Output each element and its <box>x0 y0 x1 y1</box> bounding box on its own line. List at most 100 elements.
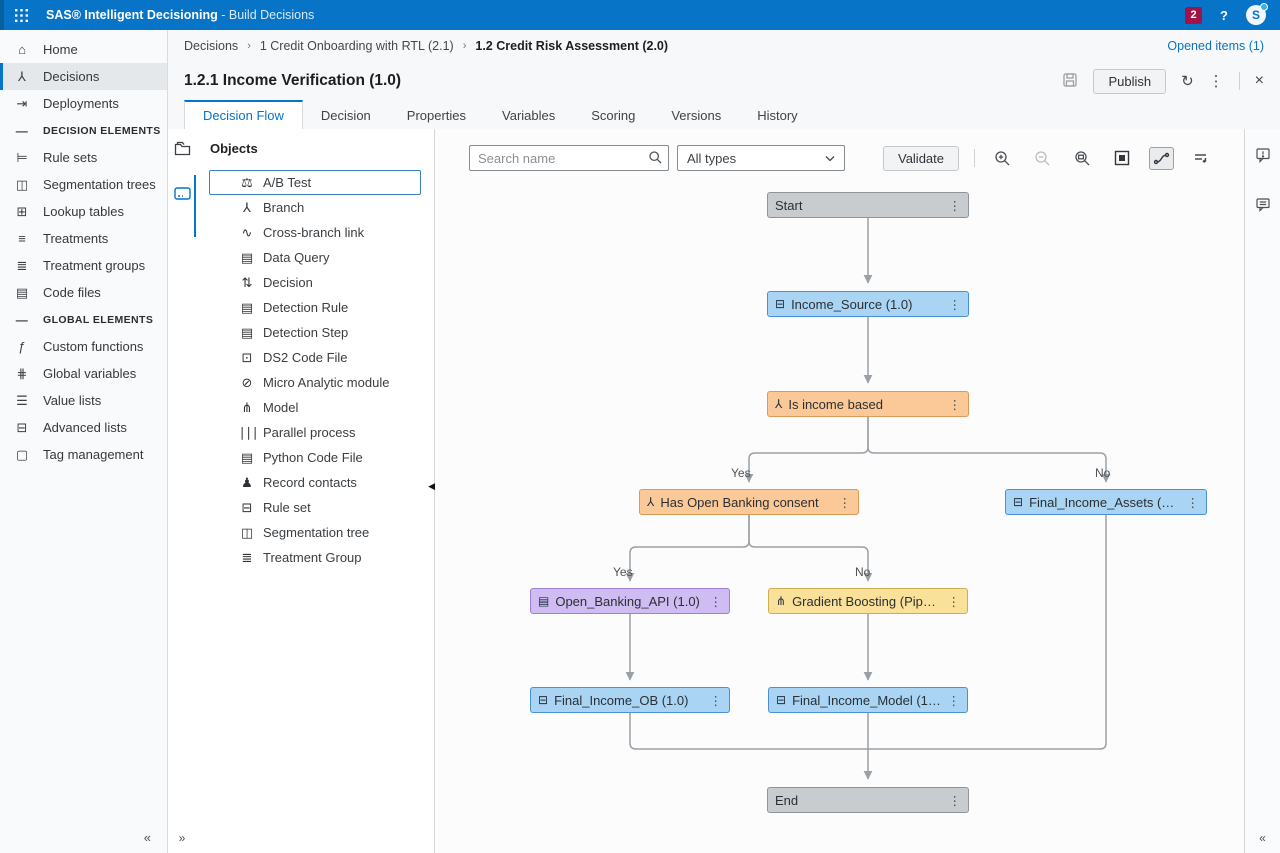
panel-collapse-icon[interactable]: ◀ <box>428 481 435 491</box>
sidebar-item-label: Tag management <box>43 447 144 462</box>
opened-items-link[interactable]: Opened items (1) <box>1167 39 1264 53</box>
node-menu-icon[interactable]: ⋮ <box>948 397 962 412</box>
breadcrumb-item[interactable]: Decisions <box>184 39 239 53</box>
node-menu-icon[interactable]: ⋮ <box>947 594 961 609</box>
validation-messages-icon[interactable] <box>1251 143 1275 167</box>
app-switcher-icon[interactable] <box>4 8 38 22</box>
sidebar-item-decisions[interactable]: ⅄Decisions <box>0 63 167 90</box>
zoom-in-icon[interactable] <box>990 146 1015 171</box>
flow-node-start[interactable]: Start ⋮ <box>767 192 969 218</box>
node-menu-icon[interactable]: ⋮ <box>1186 495 1200 510</box>
right-rail-collapse-icon[interactable]: « <box>1259 831 1266 845</box>
zoom-out-icon[interactable] <box>1030 146 1055 171</box>
node-menu-icon[interactable]: ⋮ <box>947 693 961 708</box>
tab-scoring[interactable]: Scoring <box>591 108 636 123</box>
object-item-label: Rule set <box>263 500 311 515</box>
flow-node-end[interactable]: End⋮ <box>767 787 969 813</box>
search-input[interactable] <box>469 145 669 171</box>
object-item-ds2-code-file[interactable]: ⊡DS2 Code File <box>209 345 421 370</box>
sidebar-item-advanced-lists[interactable]: ⊟Advanced lists <box>0 414 167 441</box>
node-menu-icon[interactable]: ⋮ <box>948 297 962 312</box>
decision-flow-diagram[interactable]: Start⋮⊟Income_Source (1.0)⋮⅄Is income ba… <box>435 181 1244 853</box>
node-menu-icon[interactable]: ⋮ <box>838 495 852 510</box>
zoom-fit-icon[interactable] <box>1070 146 1095 171</box>
sidebar-item-tag-management[interactable]: ▢Tag management <box>0 441 167 468</box>
sidebar-item-lookup-tables[interactable]: ⊞Lookup tables <box>0 198 167 225</box>
flow-node-income-source[interactable]: ⊟Income_Source (1.0)⋮ <box>767 291 969 317</box>
tab-decision[interactable]: Decision <box>320 108 371 123</box>
validate-button[interactable]: Validate <box>882 145 959 171</box>
avatar[interactable]: S <box>1246 3 1268 25</box>
divider <box>974 149 975 167</box>
sidebar-item-treatments[interactable]: ≡Treatments <box>0 225 167 252</box>
tab-variables[interactable]: Variables <box>502 108 556 123</box>
value-lists-icon: ☰ <box>16 392 28 408</box>
flow-node-has-open-banking-consent[interactable]: ⅄Has Open Banking consent⋮ <box>639 489 859 515</box>
node-label: Start <box>775 197 803 213</box>
sidebar-item-label: Code files <box>43 285 101 300</box>
overview-icon[interactable] <box>1110 146 1134 170</box>
sidebar-item-global-variables[interactable]: ⋕Global variables <box>0 360 167 387</box>
sidebar-item-home[interactable]: ⌂Home <box>0 36 167 63</box>
tab-decision-flow[interactable]: Decision Flow <box>184 100 303 129</box>
sidebar-item-segmentation-trees[interactable]: ◫Segmentation trees <box>0 171 167 198</box>
auto-layout-icon[interactable] <box>1189 147 1214 170</box>
objects-palette-icon[interactable] <box>173 187 191 203</box>
help-icon[interactable]: ? <box>1220 7 1228 23</box>
publish-button[interactable]: Publish <box>1093 68 1167 94</box>
treatment-groups-icon: ≣ <box>16 257 28 273</box>
flow-node-is-income-based[interactable]: ⅄Is income based⋮ <box>767 391 969 417</box>
objects-expand-icon[interactable]: » <box>178 831 186 845</box>
node-menu-icon[interactable]: ⋮ <box>709 594 723 609</box>
flow-node-final-income-assets[interactable]: ⊟Final_Income_Assets (1.0)⋮ <box>1005 489 1207 515</box>
object-item-cross-branch-link[interactable]: ∿Cross-branch link <box>209 220 421 245</box>
save-icon[interactable] <box>1062 72 1078 91</box>
more-options-icon[interactable]: ⋮ <box>1208 73 1224 90</box>
flow-node-final-income-model[interactable]: ⊟Final_Income_Model (1.0)⋮ <box>768 687 968 713</box>
sidebar-item-rule-sets[interactable]: ⊨Rule sets <box>0 144 167 171</box>
flow-node-gradient-boosting[interactable]: ⋔Gradient Boosting (Pipelin...⋮ <box>768 588 968 614</box>
object-item-parallel-process[interactable]: ∣∣∣Parallel process <box>209 420 421 445</box>
object-item-segmentation-tree[interactable]: ◫Segmentation tree <box>209 520 421 545</box>
sidebar-collapse-icon[interactable]: « <box>143 830 151 845</box>
object-item-record-contacts[interactable]: ♟Record contacts <box>209 470 421 495</box>
folder-panels-icon[interactable] <box>174 141 191 159</box>
object-item-a-b-test[interactable]: ⚖A/B Test <box>209 170 421 195</box>
node-menu-icon[interactable]: ⋮ <box>709 693 723 708</box>
node-menu-icon[interactable]: ⋮ <box>948 198 962 213</box>
sidebar-item-value-lists[interactable]: ☰Value lists <box>0 387 167 414</box>
object-item-label: DS2 Code File <box>263 350 348 365</box>
left-sidebar: ⌂Home⅄Decisions⇥Deployments—DECISION ELE… <box>0 30 168 853</box>
close-icon[interactable]: × <box>1254 72 1264 89</box>
tab-properties[interactable]: Properties <box>406 108 467 123</box>
detection-step-icon: ▤ <box>240 324 254 340</box>
type-filter-select[interactable]: All types <box>677 145 845 171</box>
object-item-python-code-file[interactable]: ▤Python Code File <box>209 445 421 470</box>
notification-badge[interactable]: 2 <box>1185 6 1203 24</box>
node-menu-icon[interactable]: ⋮ <box>948 793 962 808</box>
refresh-icon[interactable]: ↻ <box>1181 72 1194 90</box>
object-item-decision[interactable]: ⇅Decision <box>209 270 421 295</box>
object-item-micro-analytic-module[interactable]: ⊘Micro Analytic module <box>209 370 421 395</box>
object-item-detection-rule[interactable]: ▤Detection Rule <box>209 295 421 320</box>
tab-versions[interactable]: Versions <box>671 108 722 123</box>
breadcrumb: Decisions›1 Credit Onboarding with RTL (… <box>184 39 668 53</box>
object-item-rule-set[interactable]: ⊟Rule set <box>209 495 421 520</box>
tab-history[interactable]: History <box>757 108 798 123</box>
connector-style-icon[interactable] <box>1149 146 1174 170</box>
flow-canvas[interactable]: All types Validate <box>435 129 1244 853</box>
comments-icon[interactable] <box>1251 193 1275 216</box>
object-item-detection-step[interactable]: ▤Detection Step <box>209 320 421 345</box>
breadcrumb-item[interactable]: 1 Credit Onboarding with RTL (2.1) <box>259 39 454 53</box>
object-item-treatment-group[interactable]: ≣Treatment Group <box>209 545 421 570</box>
sidebar-item-deployments[interactable]: ⇥Deployments <box>0 90 167 117</box>
sidebar-item-treatment-groups[interactable]: ≣Treatment groups <box>0 252 167 279</box>
sidebar-item-code-files[interactable]: ▤Code files <box>0 279 167 306</box>
flow-node-open-banking-api[interactable]: ▤Open_Banking_API (1.0)⋮ <box>530 588 730 614</box>
flow-node-final-income-ob[interactable]: ⊟Final_Income_OB (1.0)⋮ <box>530 687 730 713</box>
object-item-data-query[interactable]: ▤Data Query <box>209 245 421 270</box>
object-item-model[interactable]: ⋔Model <box>209 395 421 420</box>
object-item-branch[interactable]: ⅄Branch <box>209 195 421 220</box>
right-rail: « <box>1244 129 1280 853</box>
